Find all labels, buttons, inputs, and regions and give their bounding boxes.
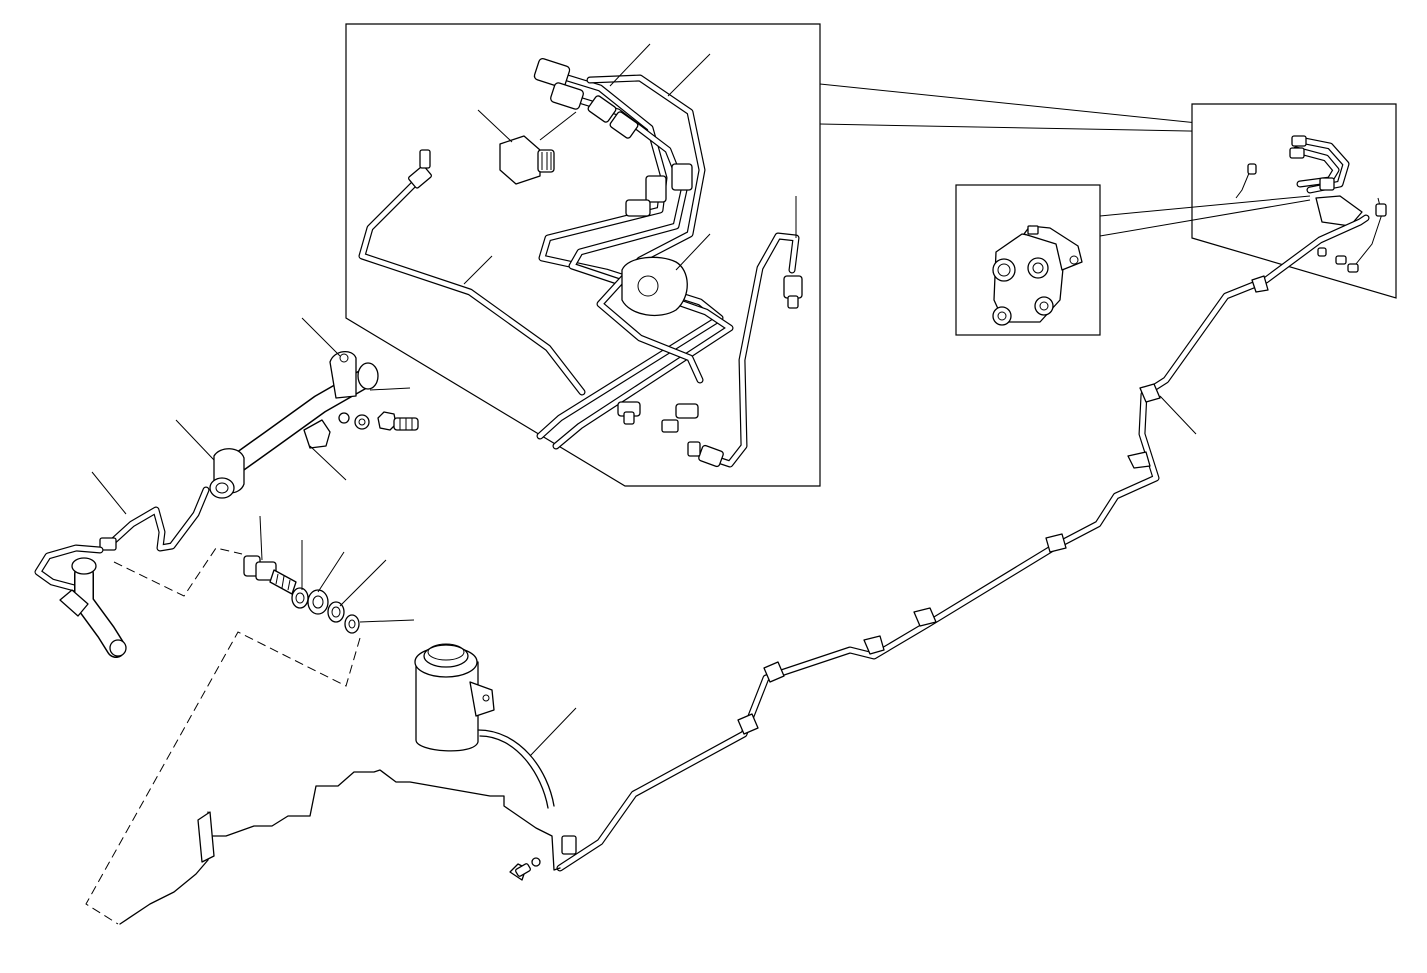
inset-adapter-union (499, 135, 555, 185)
inset-left-pipe (358, 149, 586, 396)
inset-pipe-bundle (533, 57, 734, 450)
valve-connector-line-upper (1099, 195, 1311, 217)
caliper-pipe (91, 471, 243, 597)
mounting-panel-outline (199, 769, 561, 871)
pipe-clip (737, 275, 1269, 735)
fluid-reservoir-assembly (119, 643, 577, 925)
inset-connector-line-lower (819, 123, 1241, 133)
detail-inset-right-distribution (1191, 103, 1397, 299)
main-brake-pipe (556, 214, 1370, 872)
inset-connector-line-upper (819, 83, 1247, 129)
flexible-hose-assembly (175, 317, 419, 499)
inset-frame-distribution (1191, 103, 1397, 299)
pressure-switch-kit (85, 515, 415, 925)
inset-right-pipe (687, 232, 803, 468)
pipe-callout-leader (1159, 395, 1197, 435)
valve-connector-line-lower (1099, 199, 1311, 237)
inset-frame-junction (345, 23, 821, 487)
reservoir-body (415, 659, 479, 752)
caliper-hose (34, 544, 127, 658)
detail-inset-proportioning-valve (955, 184, 1101, 336)
dashed-connection-lower (85, 631, 361, 925)
detail-inset-pipe-junction (345, 23, 821, 487)
dashed-connection-upper (113, 547, 243, 597)
